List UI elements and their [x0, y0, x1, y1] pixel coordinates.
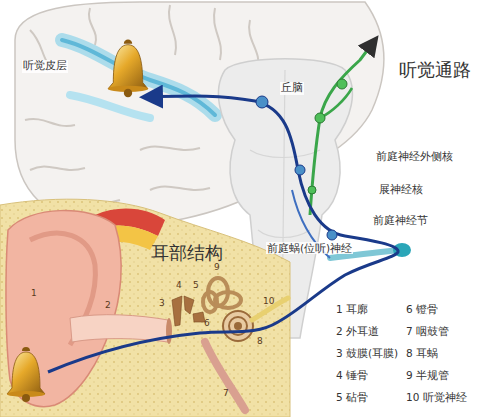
temporal-bone [0, 199, 290, 417]
ear-canal [70, 315, 168, 342]
structure-label: 前庭神经外侧核 [375, 150, 454, 162]
semicircular-canals [203, 278, 241, 312]
auricle [6, 211, 121, 407]
eardrum [166, 318, 172, 344]
blue-nuclei [256, 96, 337, 240]
callout-number: 4 [175, 280, 183, 290]
callout-number: 8 [256, 336, 264, 346]
structure-label: 前庭神经节 [372, 214, 429, 226]
section-title: 听觉通路 [398, 60, 472, 81]
key-entry: 10 听觉神经 [405, 391, 468, 403]
callout-number: 5 [192, 280, 200, 290]
green-nuclei [308, 79, 347, 194]
callout-number: 6 [203, 318, 211, 328]
key-entry: 5 砧骨 [335, 391, 369, 403]
key-entry: 1 耳廓 [335, 303, 369, 315]
callout-number: 2 [104, 300, 112, 310]
key-entry: 8 耳蜗 [405, 347, 439, 359]
auditory-pathway [48, 96, 398, 372]
ossicles [172, 296, 205, 326]
green-pathway [310, 40, 375, 215]
callout-number: 9 [213, 262, 221, 272]
eustachian-tube [205, 342, 245, 410]
callout-number: 7 [222, 388, 230, 398]
key-entry: 2 外耳道 [335, 325, 380, 337]
bell-icon [108, 39, 148, 97]
key-entry: 9 半规管 [405, 369, 450, 381]
region-label: 听觉皮层 [22, 60, 68, 73]
structure-label: 展神经核 [378, 183, 424, 195]
callout-number: 3 [158, 298, 166, 308]
key-entry: 4 锤骨 [335, 369, 369, 381]
key-entry: 3 鼓膜(耳膜) [335, 347, 399, 359]
key-entry: 6 镫骨 [405, 303, 439, 315]
green-pathway [320, 88, 352, 118]
structure-label: 前庭蜗(位听)神经 [266, 242, 353, 254]
cochlea [223, 311, 253, 341]
bell-icon [7, 347, 45, 402]
key-entry: 7 咽鼓管 [405, 325, 450, 337]
region-label: 丘脑 [280, 82, 304, 95]
section-title: 耳部结构 [150, 243, 224, 264]
auditory-cortex [62, 40, 215, 118]
callout-number: 1 [30, 288, 38, 298]
callout-number: 10 [262, 296, 275, 306]
